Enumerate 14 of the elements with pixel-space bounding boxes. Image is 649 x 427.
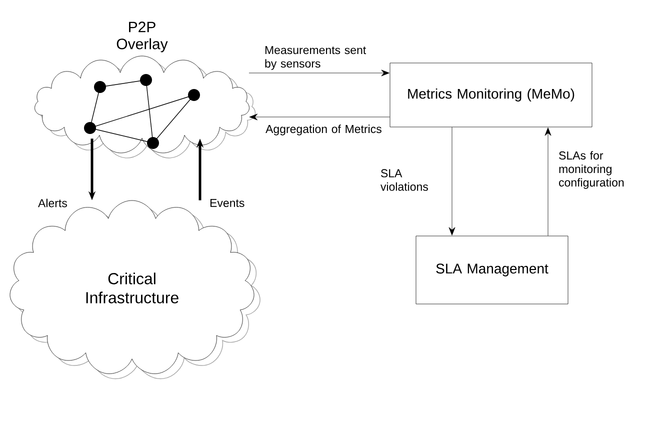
node-label: P2P Overlay <box>116 22 168 52</box>
arrow <box>448 126 456 236</box>
edge-label: Events <box>210 198 244 207</box>
arrow <box>249 114 390 120</box>
arrow <box>248 70 390 76</box>
process-box: Metrics Monitoring (MeMo) <box>390 62 592 128</box>
arrow <box>544 128 552 236</box>
edge-label: Alerts <box>38 198 67 208</box>
process-box: SLA Management <box>416 236 568 304</box>
edge-label: SLA violations <box>380 169 428 191</box>
cloud: P2P Overlay <box>34 22 256 158</box>
edge-label: Aggregation of Metrics <box>266 124 382 136</box>
edge-label: Measurements sent by sensors <box>265 46 366 70</box>
edge-label: SLAs for monitoring configuration <box>559 151 624 189</box>
